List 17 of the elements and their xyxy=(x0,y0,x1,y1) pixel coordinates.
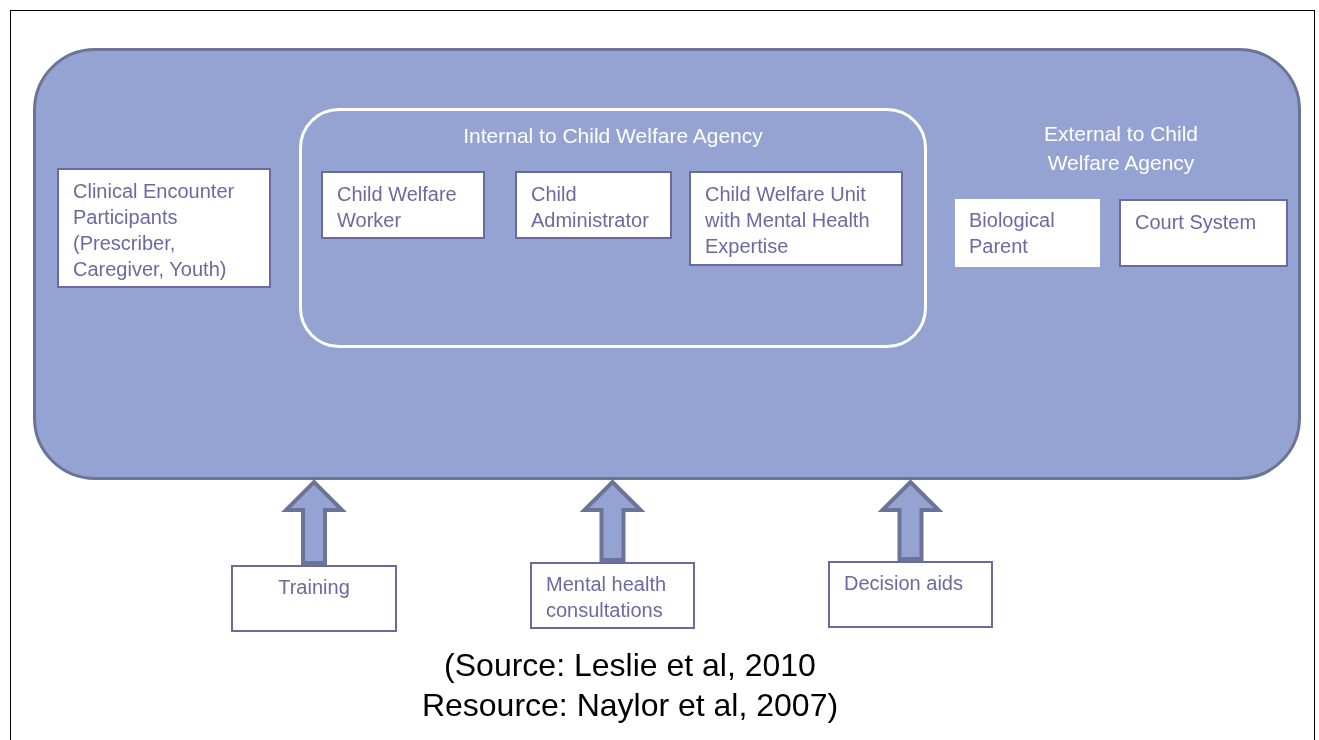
rounded-panel xyxy=(33,48,1301,480)
text-box: Mental health consultations xyxy=(530,562,695,629)
text-box: Child Welfare Worker xyxy=(321,171,485,239)
block-arrow xyxy=(579,479,646,562)
text-box: Training xyxy=(231,565,397,632)
text-box: Clinical Encounter Participants (Prescriber, Caregiver, Youth) xyxy=(57,168,271,288)
group-heading: Internal to Child Welfare Agency xyxy=(462,123,764,149)
text-box: Child Welfare Unit with Mental Health Expertise xyxy=(689,171,903,266)
group-heading: External to Child Welfare Agency xyxy=(1042,121,1200,176)
text-box: Biological Parent xyxy=(955,199,1100,267)
text-box: Decision aids xyxy=(828,561,993,628)
text-box: Court System xyxy=(1119,199,1288,267)
block-arrow xyxy=(877,479,944,561)
block-arrow xyxy=(281,479,347,565)
caption: (Source: Leslie et al, 2010 Resource: Naylor et al, 2007) xyxy=(420,646,840,725)
text-box: Child Administrator xyxy=(515,171,672,239)
rounded-group-outline xyxy=(299,108,927,348)
